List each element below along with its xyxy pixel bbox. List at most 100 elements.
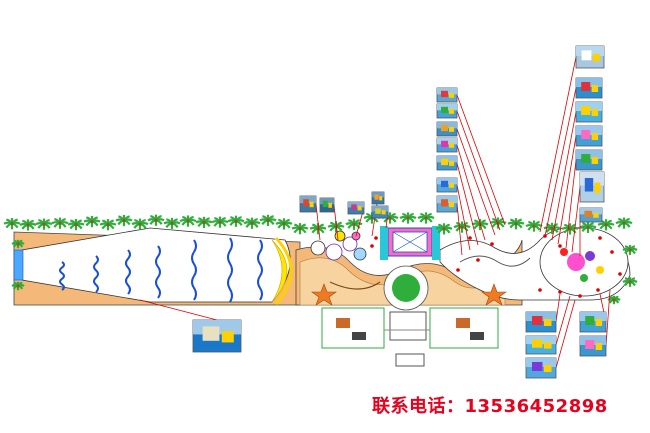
- wave-line: [191, 239, 197, 301]
- palm-tree-icon: [507, 218, 525, 230]
- palm-tree-icon: [435, 223, 453, 235]
- palm-tree-icon: [615, 217, 633, 229]
- photo-thumbnail: [436, 155, 458, 171]
- palm-tree-icon: [543, 222, 561, 234]
- palm-tree-icon: [345, 218, 363, 230]
- palm-tree-icon: [291, 223, 309, 235]
- photo-thumbnail: [579, 171, 605, 203]
- equipment-markers: [370, 234, 622, 298]
- equipment-marker: [490, 242, 494, 246]
- leader-line: [555, 299, 576, 369]
- photo-thumbnail: [436, 137, 458, 153]
- leader-line: [456, 128, 496, 236]
- photo-thumbnail: [575, 149, 603, 171]
- palm-tree-icon: [179, 215, 197, 227]
- palm-tree-icon: [83, 216, 101, 228]
- palm-tree-icon: [11, 239, 25, 249]
- equipment-marker: [618, 272, 622, 276]
- starfish-icon: [311, 283, 507, 306]
- leader-line: [605, 289, 611, 347]
- equipment-marker: [538, 288, 542, 292]
- palm-tree-icon: [243, 217, 261, 229]
- equipment-marker: [610, 250, 614, 254]
- palm-tree-icon: [561, 223, 579, 235]
- equipment-marker: [558, 290, 562, 294]
- photo-thumbnail: [579, 335, 607, 357]
- palm-tree-icon: [471, 218, 489, 231]
- leader-line: [333, 204, 339, 241]
- palm-tree-border: [3, 212, 638, 305]
- palm-tree-icon: [115, 214, 133, 227]
- photo-thumbnail: [436, 177, 458, 193]
- contact-label: 联系电话：: [372, 396, 465, 417]
- photo-thumbnail: [579, 207, 603, 223]
- contact-number: 13536452898: [464, 396, 608, 417]
- leader-line: [456, 144, 486, 241]
- leader-line: [571, 186, 581, 253]
- leader-line: [139, 299, 218, 321]
- wave-line: [125, 249, 131, 295]
- leader-line: [557, 135, 577, 245]
- photo-thumbnail: [371, 191, 385, 205]
- photo-thumbnail: [192, 319, 242, 353]
- leader-lines: [139, 56, 611, 369]
- service-buildings: [321, 307, 499, 367]
- wave-line: [227, 237, 233, 303]
- palm-tree-icon: [51, 217, 69, 229]
- equipment-marker: [468, 236, 472, 240]
- palm-tree-icon: [622, 277, 638, 287]
- wave-line: [59, 261, 65, 291]
- photo-thumbnail: [436, 87, 458, 103]
- palm-tree-icon: [67, 219, 85, 231]
- palm-tree-icon: [453, 221, 471, 233]
- palm-tree-icon: [163, 217, 181, 230]
- palm-tree-icon: [99, 219, 117, 231]
- palm-tree-icon: [147, 214, 165, 226]
- equipment-marker: [558, 244, 562, 248]
- photo-thumbnail: [436, 103, 458, 119]
- leader-line: [555, 295, 571, 346]
- photo-thumbnail: [575, 77, 603, 99]
- palm-tree-icon: [259, 214, 277, 226]
- photo-thumbnail: [525, 335, 557, 355]
- wave-line: [93, 255, 99, 293]
- palm-tree-icon: [597, 219, 615, 231]
- central-palm-circle: [383, 265, 429, 311]
- palm-tree-icon: [227, 215, 245, 227]
- palm-tree-icon: [399, 212, 417, 224]
- photo-thumbnail: [436, 121, 458, 137]
- photo-thumbnail: [575, 101, 603, 123]
- palm-tree-icon: [19, 219, 37, 231]
- photo-thumbnail: [371, 205, 389, 219]
- photo-thumbnail: [319, 197, 335, 213]
- palm-tree-icon: [607, 295, 621, 305]
- equipment-marker: [596, 288, 600, 292]
- palm-tree-icon: [131, 218, 149, 230]
- palm-tree-icon: [525, 220, 543, 232]
- leader-line: [544, 87, 577, 237]
- palm-tree-icon: [35, 218, 53, 230]
- wave-pool: [13, 227, 301, 306]
- equipment-marker: [598, 236, 602, 240]
- palm-tree-icon: [195, 216, 213, 229]
- equipment-marker: [374, 236, 378, 240]
- photo-thumbnail: [436, 195, 458, 213]
- palm-tree-icon: [275, 218, 293, 230]
- photo-thumbnail: [525, 311, 557, 333]
- equipment-marker: [456, 268, 460, 272]
- leader-line: [456, 162, 479, 246]
- wave-line: [155, 245, 161, 299]
- photo-thumbnail: [579, 311, 607, 333]
- palm-tree-icon: [579, 221, 597, 233]
- leader-line: [315, 203, 321, 241]
- leader-line: [456, 202, 463, 256]
- equipment-marker: [578, 294, 582, 298]
- kids-pool-square: [380, 226, 440, 260]
- palm-tree-icon: [3, 218, 21, 230]
- palm-tree-icon: [417, 212, 435, 224]
- photo-thumbnail: [575, 45, 605, 69]
- wave-lines: [59, 237, 263, 303]
- leader-line: [456, 110, 501, 231]
- photo-thumbnail: [575, 125, 603, 147]
